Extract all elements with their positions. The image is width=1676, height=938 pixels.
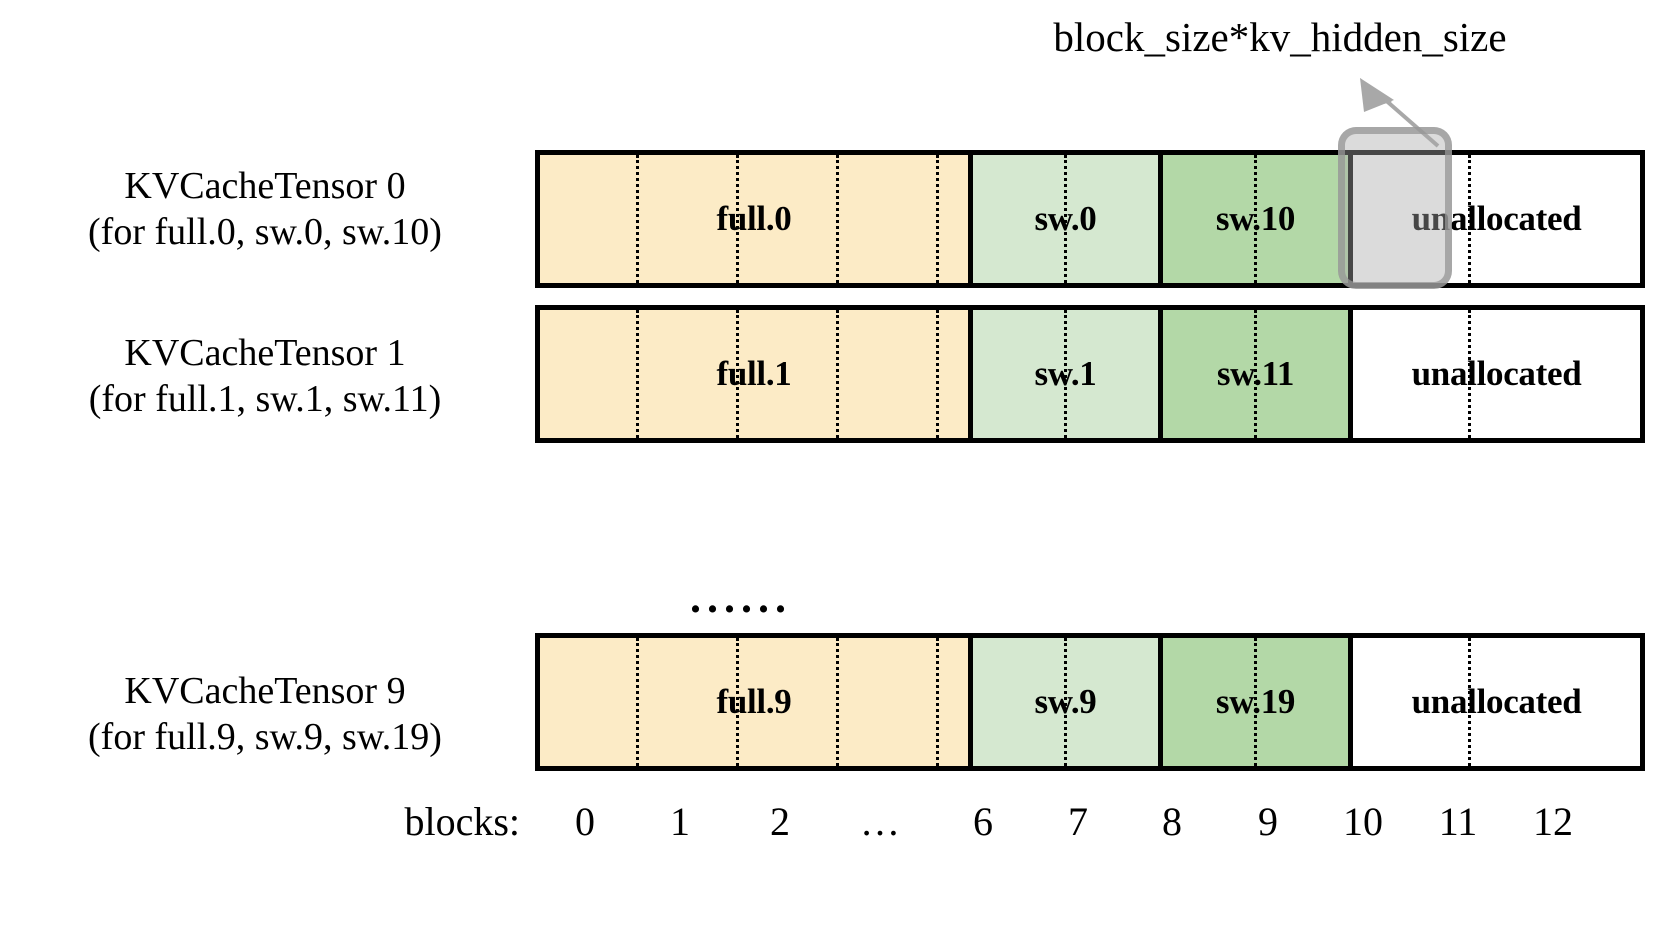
segment-sw-dark-0[interactable]: sw.10 bbox=[1163, 155, 1353, 283]
row-label-line1: KVCacheTensor 0 bbox=[124, 165, 406, 207]
segment-unallocated-9[interactable]: unallocated bbox=[1353, 638, 1640, 766]
block-divider bbox=[836, 310, 839, 438]
axis-tick-10: 10 bbox=[1343, 799, 1383, 844]
segment-label: full.1 bbox=[716, 354, 792, 394]
block-divider bbox=[736, 638, 739, 766]
segment-sw-light-1[interactable]: sw.1 bbox=[973, 310, 1163, 438]
segment-sw-light-0[interactable]: sw.0 bbox=[973, 155, 1163, 283]
segment-full-0[interactable]: full.0 bbox=[540, 155, 973, 283]
block-divider bbox=[836, 638, 839, 766]
segment-label: sw.9 bbox=[1034, 682, 1097, 722]
callout-annotation-text: block_size*kv_hidden_size bbox=[1053, 14, 1507, 60]
block-divider bbox=[636, 638, 639, 766]
row-label-tensor-9: KVCacheTensor 9 (for full.9, sw.9, sw.19… bbox=[30, 668, 500, 761]
axis-tick-2: 2 bbox=[770, 799, 790, 844]
block-divider bbox=[1468, 155, 1471, 283]
axis-tick-dots: … bbox=[860, 799, 900, 844]
block-divider bbox=[636, 155, 639, 283]
row-label-tensor-1: KVCacheTensor 1 (for full.1, sw.1, sw.11… bbox=[30, 330, 500, 423]
row-label-line1: KVCacheTensor 9 bbox=[124, 670, 406, 712]
block-divider bbox=[936, 155, 939, 283]
block-divider bbox=[936, 638, 939, 766]
segment-unallocated-0[interactable]: unallocated bbox=[1353, 155, 1640, 283]
block-divider bbox=[1064, 638, 1067, 766]
tensor-bar-0[interactable]: full.0 sw.0 sw.10 unallocated bbox=[535, 150, 1645, 288]
segment-sw-light-9[interactable]: sw.9 bbox=[973, 638, 1163, 766]
tensor-bar-9[interactable]: full.9 sw.9 sw.19 unallocated bbox=[535, 633, 1645, 771]
block-divider bbox=[1064, 310, 1067, 438]
segment-label: full.9 bbox=[716, 682, 792, 722]
rows-ellipsis: ...... bbox=[690, 573, 792, 622]
block-divider bbox=[1254, 155, 1257, 283]
segment-label: sw.1 bbox=[1034, 354, 1097, 394]
row-label-line2: (for full.9, sw.9, sw.19) bbox=[88, 716, 442, 759]
segment-label: sw.0 bbox=[1034, 199, 1097, 239]
segment-label: unallocated bbox=[1411, 682, 1582, 722]
block-divider bbox=[1468, 638, 1471, 766]
segment-label: sw.10 bbox=[1215, 199, 1296, 239]
block-divider bbox=[736, 310, 739, 438]
segment-unallocated-1[interactable]: unallocated bbox=[1353, 310, 1640, 438]
axis-tick-6: 6 bbox=[973, 799, 993, 844]
axis-tick-7: 7 bbox=[1068, 799, 1088, 844]
row-label-line2: (for full.0, sw.0, sw.10) bbox=[88, 211, 442, 254]
segment-full-1[interactable]: full.1 bbox=[540, 310, 973, 438]
axis-tick-1: 1 bbox=[670, 799, 690, 844]
segment-label: unallocated bbox=[1411, 199, 1582, 239]
block-divider bbox=[1254, 638, 1257, 766]
block-divider bbox=[1468, 310, 1471, 438]
axis-title: blocks: bbox=[404, 799, 520, 844]
segment-label: unallocated bbox=[1411, 354, 1582, 394]
block-divider bbox=[736, 155, 739, 283]
axis-tick-8: 8 bbox=[1162, 799, 1182, 844]
row-label-line2: (for full.1, sw.1, sw.11) bbox=[88, 378, 442, 421]
axis-tick-11: 11 bbox=[1438, 799, 1478, 844]
segment-label: sw.11 bbox=[1216, 354, 1295, 394]
axis-tick-9: 9 bbox=[1258, 799, 1278, 844]
segment-full-9[interactable]: full.9 bbox=[540, 638, 973, 766]
segment-label: sw.19 bbox=[1215, 682, 1296, 722]
tensor-bar-1[interactable]: full.1 sw.1 sw.11 unallocated bbox=[535, 305, 1645, 443]
block-divider bbox=[1254, 310, 1257, 438]
highlight-selection-box[interactable] bbox=[1338, 127, 1452, 289]
row-label-line1: KVCacheTensor 1 bbox=[124, 332, 406, 374]
segment-label: full.0 bbox=[716, 199, 792, 239]
block-divider bbox=[836, 155, 839, 283]
block-divider bbox=[1064, 155, 1067, 283]
block-divider bbox=[636, 310, 639, 438]
row-label-tensor-0: KVCacheTensor 0 (for full.0, sw.0, sw.10… bbox=[30, 163, 500, 256]
segment-sw-dark-1[interactable]: sw.11 bbox=[1163, 310, 1353, 438]
axis-tick-0: 0 bbox=[575, 799, 595, 844]
axis-tick-12: 12 bbox=[1533, 799, 1573, 844]
segment-sw-dark-9[interactable]: sw.19 bbox=[1163, 638, 1353, 766]
block-divider bbox=[936, 310, 939, 438]
